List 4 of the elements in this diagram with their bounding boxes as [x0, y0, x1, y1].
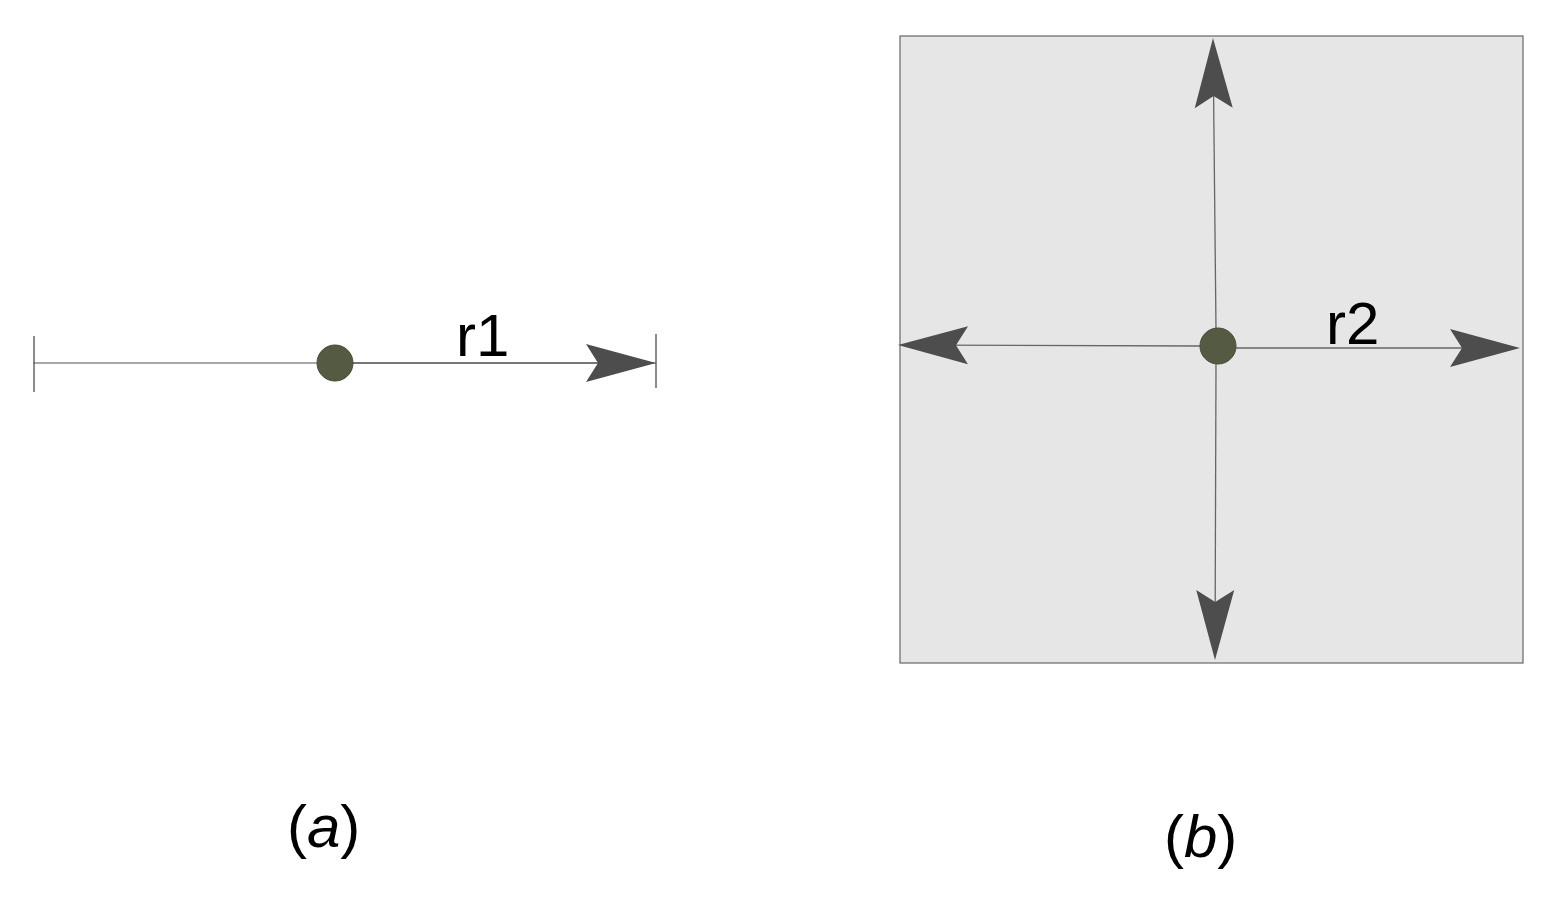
panel-label: (b)	[1164, 807, 1238, 867]
radius-label: r1	[456, 306, 510, 366]
panel-label: (a)	[287, 797, 361, 857]
radius-label: r2	[1326, 294, 1380, 354]
